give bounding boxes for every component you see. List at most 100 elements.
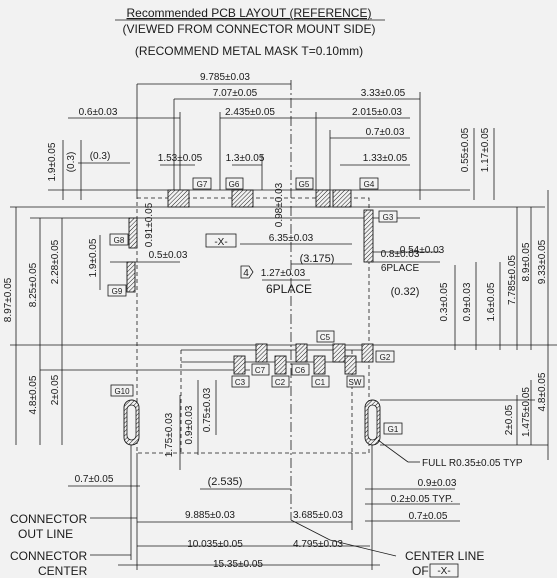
pad-label-c3: C3 xyxy=(235,378,246,387)
dim-7785: 7.785±0.05 xyxy=(507,255,518,305)
label-box-c6 xyxy=(291,363,310,376)
dim-2015: 2.015±0.03 xyxy=(352,107,402,118)
dim-19b: 1.9±0.05 xyxy=(88,238,99,277)
datum-x-box xyxy=(205,233,237,248)
dim-098: 0.98±0.03 xyxy=(274,182,285,227)
dim-897: 8.97±0.05 xyxy=(3,277,14,322)
pad-c2 xyxy=(274,355,287,375)
connector-out-line-label-2: OUT LINE xyxy=(18,527,73,541)
dim-333: 3.33±0.05 xyxy=(361,88,406,99)
dim-16: 1.6±0.05 xyxy=(486,282,497,321)
datum-x: -X- xyxy=(214,237,227,248)
dim-06: 0.6±0.03 xyxy=(79,107,118,118)
datum-x-ref-box xyxy=(429,563,459,578)
pad-sw xyxy=(344,355,357,375)
pad-label-sw: SW xyxy=(349,378,362,387)
dim-2b: 2±0.05 xyxy=(504,404,515,435)
center-line-label-1: CENTER LINE xyxy=(405,549,484,563)
hole-g1-inner xyxy=(367,404,378,441)
dim-02: 0.2±0.05 TYP. xyxy=(391,494,453,505)
pitch-marker xyxy=(240,265,254,279)
label-box-c2 xyxy=(271,375,290,388)
pad-label-g3: G3 xyxy=(383,213,394,222)
label-box-g3 xyxy=(378,210,398,223)
pad-label-g2: G2 xyxy=(380,353,391,362)
drawing-subtitle: (VIEWED FROM CONNECTOR MOUNT SIDE) xyxy=(123,22,376,36)
dim-228: 2.28±0.05 xyxy=(50,239,61,284)
pad-label-g8: G8 xyxy=(114,236,125,245)
pad-label-g10: G10 xyxy=(114,387,130,396)
label-box-g5 xyxy=(295,177,314,190)
datum-x-ref: -X- xyxy=(437,566,450,577)
pad-label-g7: G7 xyxy=(197,180,208,189)
pad-c1 xyxy=(313,355,326,375)
leader-center-line-2 xyxy=(329,539,397,557)
metal-mask-note: (RECOMMEND METAL MASK T=0.10mm) xyxy=(135,44,363,58)
dim-6place: 6PLACE xyxy=(381,263,420,274)
leader-full-r xyxy=(377,439,409,463)
pad-g3 xyxy=(363,209,374,263)
dim-10035: 10.035±0.05 xyxy=(187,539,243,550)
dim-09c: 0.9±0.03 xyxy=(418,478,457,489)
pad-g6 xyxy=(231,189,254,208)
dim-2535: (2.535) xyxy=(208,476,243,488)
pad-label-g6: G6 xyxy=(229,180,240,189)
dim-133: 1.33±0.05 xyxy=(363,153,408,164)
label-box-g1 xyxy=(383,422,403,435)
dim-4795: 4.795±0.03 xyxy=(293,539,343,550)
label-box-c5 xyxy=(316,330,335,343)
dim-09a: 0.9±0.03 xyxy=(462,282,473,321)
dim-07a: 0.7±0.03 xyxy=(366,127,405,138)
dim-2435: 2.435±0.05 xyxy=(225,107,275,118)
dim-933: 9.33±0.05 xyxy=(537,239,548,284)
pad-g8 xyxy=(128,217,138,249)
dim-48a: 4.8±0.05 xyxy=(28,375,39,414)
pad-label-g4: G4 xyxy=(364,180,375,189)
pad-g7 xyxy=(167,189,190,208)
pad-g2 xyxy=(361,343,374,363)
pad-c6 xyxy=(295,343,308,363)
dim-032: (0.32) xyxy=(391,286,420,298)
dim-9785: 9.785±0.03 xyxy=(200,72,250,83)
dim-3685: 3.685±0.03 xyxy=(293,510,343,521)
dim-3175: (3.175) xyxy=(300,253,335,265)
pad-label-g9: G9 xyxy=(112,287,123,296)
pad-label-c5: C5 xyxy=(320,333,331,342)
dim-13: 1.3±0.05 xyxy=(226,153,265,164)
drawing-title: Recommended PCB LAYOUT (REFERENCE) xyxy=(127,6,372,20)
dim-635: 6.35±0.03 xyxy=(269,233,314,244)
label-box-g6 xyxy=(225,177,244,190)
label-box-g9 xyxy=(107,284,127,297)
dim-175: 1.75±0.03 xyxy=(164,412,175,457)
pad-c7 xyxy=(255,343,268,363)
label-box-c1 xyxy=(311,375,330,388)
dim-054: 0.54±0.03 xyxy=(400,245,445,256)
dim-03v: (0.3) xyxy=(66,152,77,173)
dim-117: 1.17±0.05 xyxy=(480,127,491,172)
connector-center-label-1: CONNECTOR xyxy=(10,549,87,563)
pad-g5 xyxy=(315,189,331,208)
pad-g9 xyxy=(126,261,136,293)
dim-03c: 0.3±0.05 xyxy=(439,282,450,321)
dim-07b: 0.7±0.05 xyxy=(75,474,114,485)
pad-label-g5: G5 xyxy=(299,180,310,189)
label-box-g10 xyxy=(110,384,134,397)
pad-g4 xyxy=(332,189,352,208)
dim-89: 8.9±0.05 xyxy=(521,242,532,281)
pad-label-c6: C6 xyxy=(295,366,306,375)
dim-03: (0.3) xyxy=(90,151,111,162)
dim-09b: 0.9±0.03 xyxy=(184,405,195,444)
dim-075: 0.75±0.03 xyxy=(202,387,213,432)
connector-out-line-label-1: CONNECTOR xyxy=(10,512,87,526)
connector-center-label-2: CENTER xyxy=(38,564,88,578)
note-full-r: FULL R0.35±0.05 TYP xyxy=(422,458,523,469)
pad-label-c7: C7 xyxy=(255,366,266,375)
dim-6place-b: 6PLACE xyxy=(266,282,312,296)
pad-c5 xyxy=(332,343,346,363)
label-box-g8 xyxy=(109,233,129,246)
label-box-g2 xyxy=(375,350,395,363)
dim-05: 0.5±0.03 xyxy=(149,250,188,261)
dim-1535: 15.35±0.05 xyxy=(213,559,263,570)
center-line-label-2: OF xyxy=(412,564,429,578)
